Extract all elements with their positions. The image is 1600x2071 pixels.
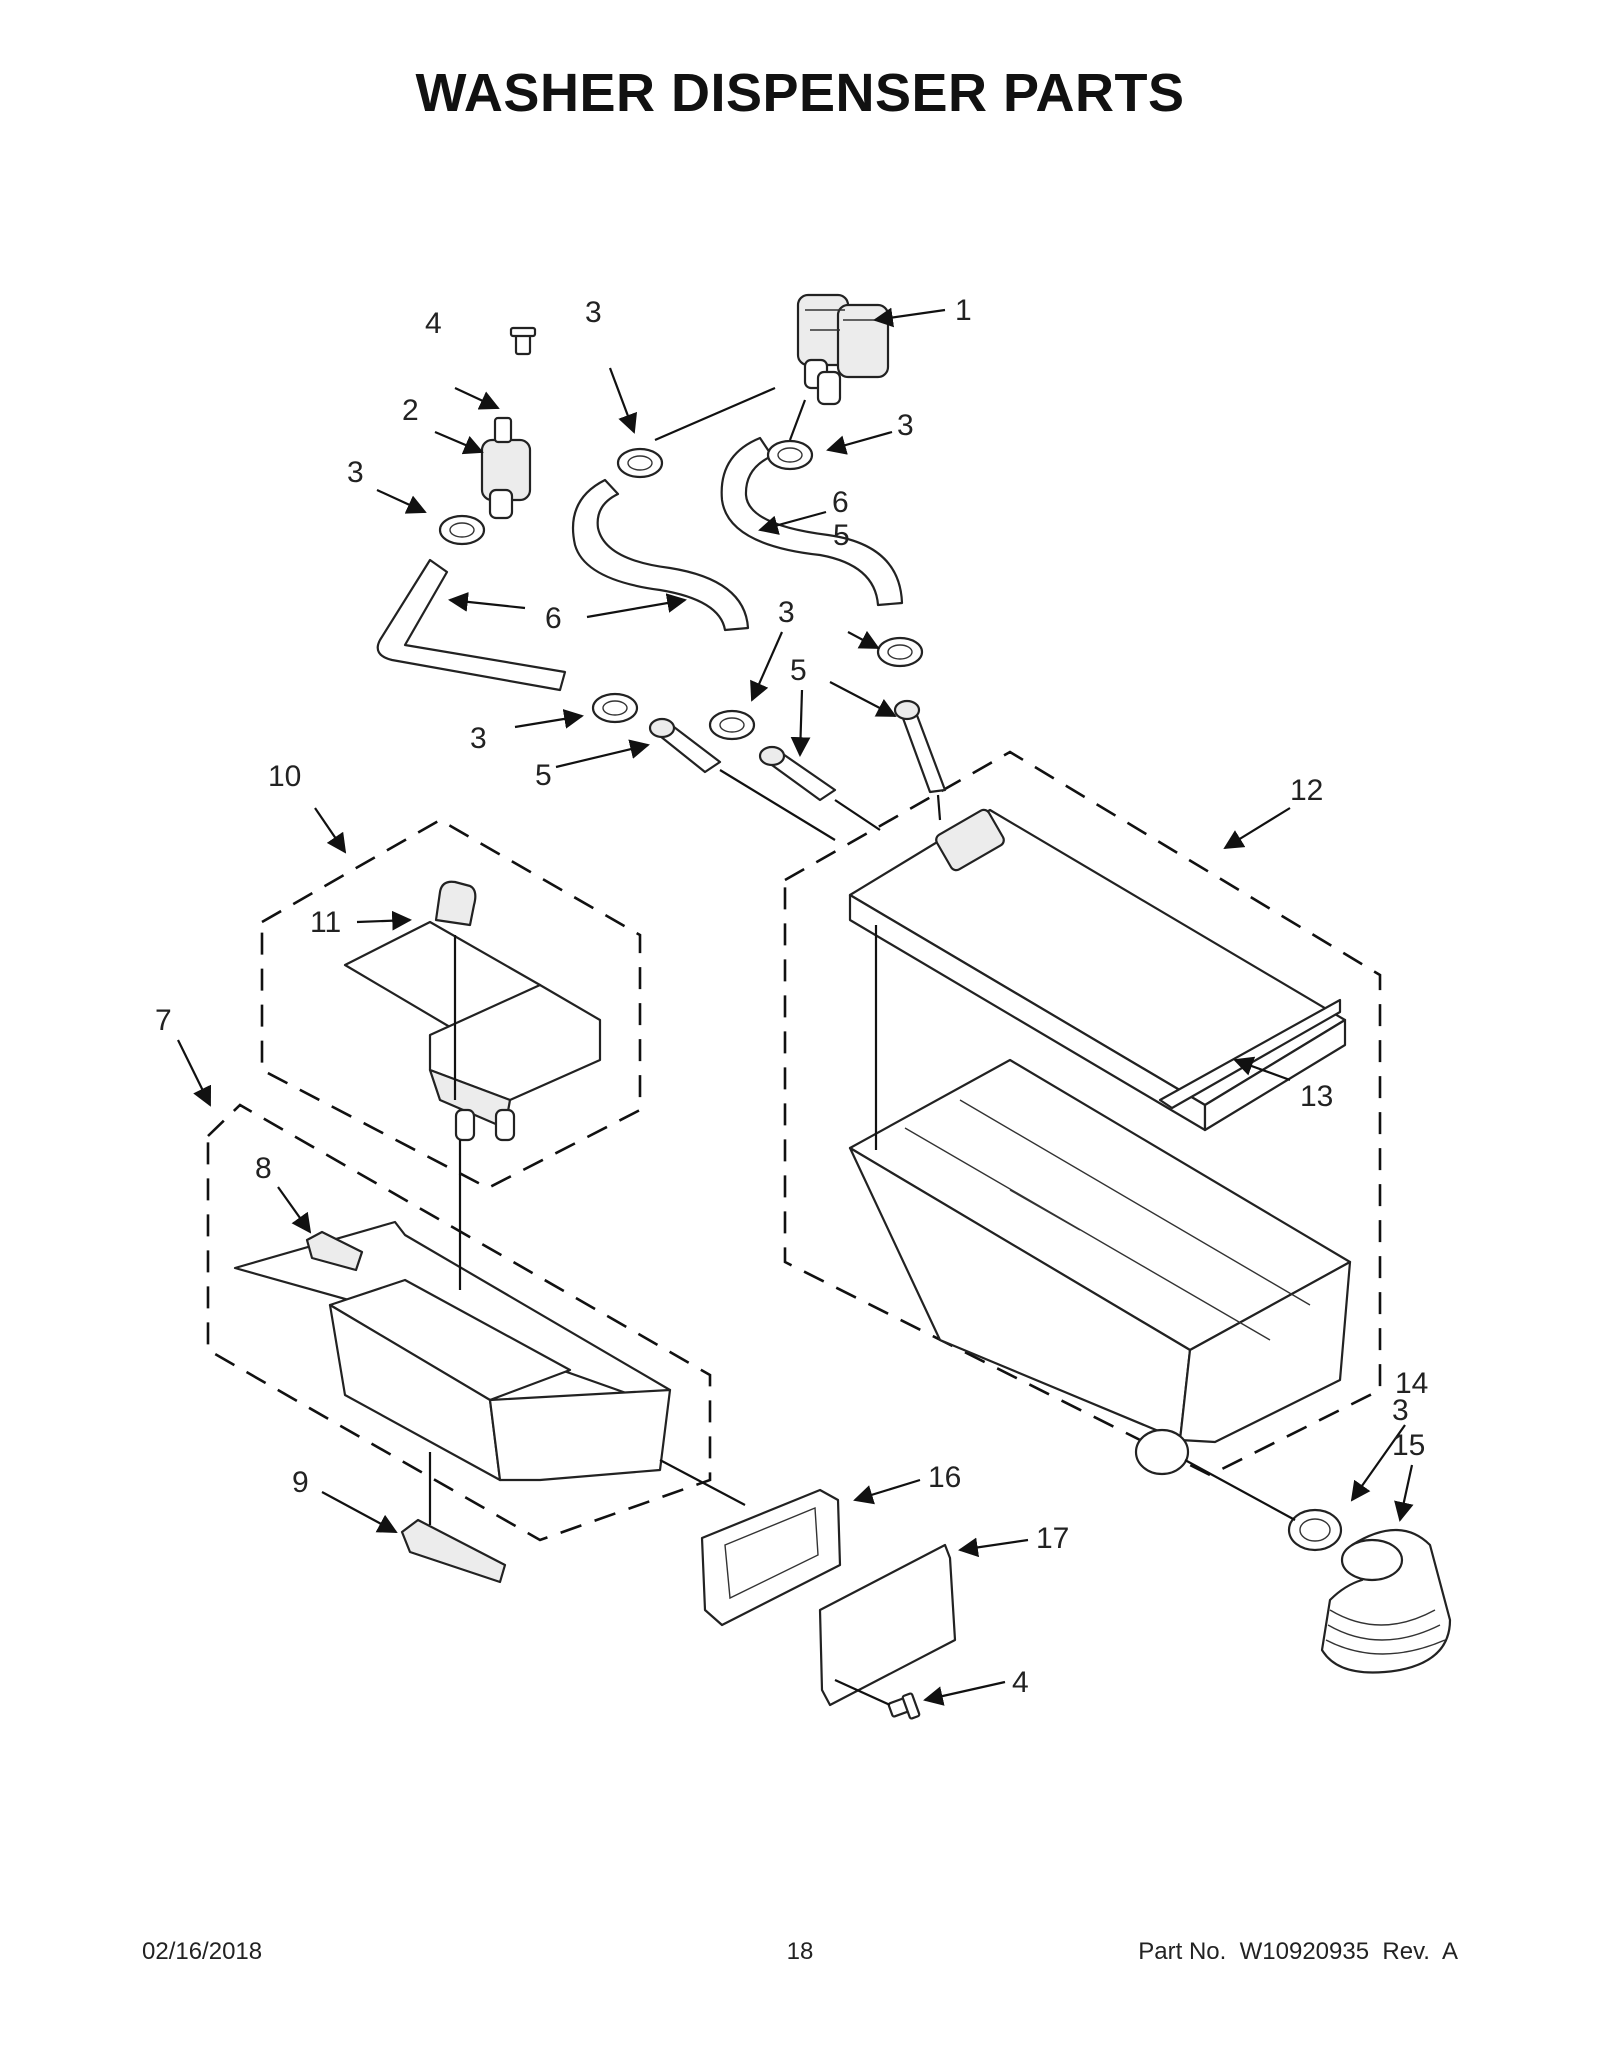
dispenser-housing (848, 1058, 1352, 1476)
callout-17: 17 (1036, 1522, 1069, 1555)
footer-date: 02/16/2018 (142, 1938, 263, 1965)
water-valve-single (480, 416, 532, 520)
footer-part-number: Part No. W10920935 Rev. A (1138, 1938, 1458, 1965)
clamp-4 (591, 692, 639, 724)
water-valve-dual (796, 293, 890, 406)
callout-10: 10 (268, 760, 301, 793)
screw-top (509, 326, 537, 356)
connector-2 (758, 745, 837, 802)
callout-8: 8 (255, 1152, 272, 1185)
leader-lines (177, 307, 1414, 1707)
callout-5a: 5 (790, 654, 807, 687)
callout-4b: 4 (1012, 1666, 1029, 1699)
callout-1: 1 (955, 294, 972, 327)
drawer-front-panel (818, 1543, 957, 1707)
clamp-7 (1287, 1508, 1343, 1552)
callout-2: 2 (402, 394, 419, 427)
callout-16: 16 (928, 1461, 961, 1494)
hose-left (376, 558, 567, 692)
callout-11: 11 (310, 906, 341, 939)
clamp-6 (876, 636, 924, 668)
footer-page-number: 18 (786, 1938, 814, 1965)
callout-3d: 3 (778, 596, 795, 629)
callout-6a: 6 (832, 486, 849, 519)
callout-7: 7 (155, 1004, 172, 1037)
clamp-5 (708, 709, 756, 741)
connector-1 (648, 717, 722, 774)
cover-seal (1158, 998, 1342, 1110)
callout-12: 12 (1290, 774, 1323, 807)
callout-3c: 3 (347, 456, 364, 489)
dispenser-housing-cover (848, 808, 1347, 1132)
callout-15: 15 (1392, 1429, 1425, 1462)
drawer-handle-insert (400, 1518, 507, 1584)
hose-right (720, 436, 904, 607)
callout-3a: 3 (585, 296, 602, 329)
clamp-3 (438, 514, 486, 546)
callout-3e: 3 (470, 722, 487, 755)
drawer-front-bracket (700, 1488, 842, 1627)
screw-bottom (887, 1692, 921, 1720)
bellows-hose (1320, 1528, 1452, 1674)
callout-5b: 5 (535, 759, 552, 792)
callout-13: 13 (1300, 1080, 1333, 1113)
group-outline-7 (206, 1103, 712, 1542)
page-title: WASHER DISPENSER PARTS (415, 63, 1185, 123)
drawer-clip (305, 1230, 364, 1272)
callout-4a: 4 (425, 307, 442, 340)
clamp-1 (616, 447, 664, 479)
drawer-insert (343, 920, 602, 1142)
callout-14: 14 (1395, 1367, 1428, 1400)
callout-6b: 6 (545, 602, 562, 635)
callout-9: 9 (292, 1466, 309, 1499)
callout-3f: 3 (1392, 1394, 1409, 1427)
callout-3b: 3 (897, 409, 914, 442)
callout-5c: 5 (833, 519, 850, 552)
connector-3 (893, 699, 947, 794)
callout-labels: 1 2 3 3 3 3 3 3 4 4 5 5 5 6 6 6 7 8 9 10… (155, 294, 1428, 1699)
hose-middle (571, 478, 750, 632)
dispenser-drawer (233, 1220, 672, 1482)
group-outline-12 (783, 750, 1382, 1477)
siphon-cap (434, 880, 477, 927)
clamp-2 (766, 439, 814, 471)
